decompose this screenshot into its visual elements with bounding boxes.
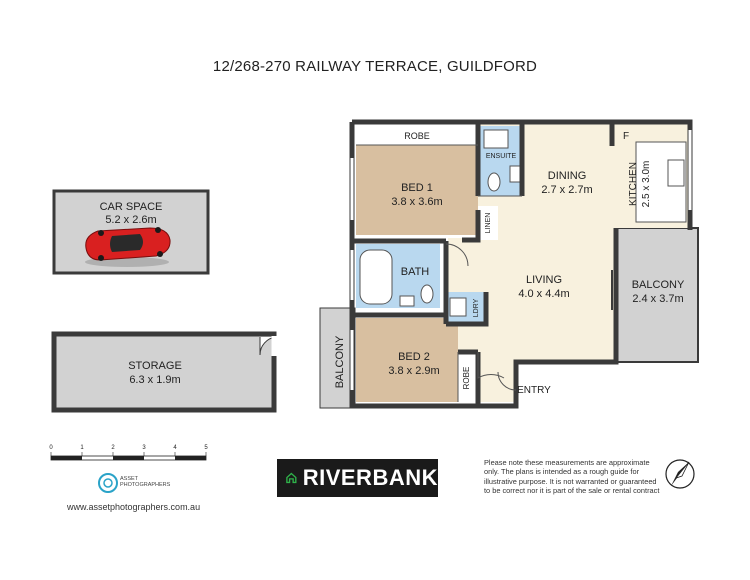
bed1-dims: 3.8 x 3.6m: [391, 196, 442, 208]
living-name: LIVING: [526, 274, 562, 286]
linen-label: LINEN: [485, 213, 492, 234]
kitchen-dims: 2.5 x 3.0m: [641, 161, 652, 208]
bed2-room: [356, 318, 458, 402]
right-balcony: BALCONY 2.4 x 3.7m: [615, 227, 699, 363]
scale-tick-label: 1: [80, 445, 84, 451]
scale-tick-label: 0: [49, 445, 53, 451]
bed1-name: BED 1: [401, 182, 433, 194]
car-space-dims: 5.2 x 2.6m: [105, 214, 156, 226]
dining-name: DINING: [548, 170, 587, 182]
car-space: CAR SPACE 5.2 x 2.6m: [52, 189, 210, 275]
website-link[interactable]: www.assetphotographers.com.au: [67, 502, 201, 512]
north-arrow-icon: [665, 459, 695, 489]
toilet-icon: [420, 284, 434, 304]
dining-dims: 2.7 x 2.7m: [541, 184, 592, 196]
ensuite-name: ENSUITE: [486, 153, 517, 160]
photographer-name: ASSET PHOTOGRAPHERS: [120, 476, 170, 488]
entry-label: ENTRY: [517, 385, 551, 396]
doors: [445, 243, 613, 391]
robe2-label: ROBE: [462, 367, 471, 390]
scale-tick-label: 5: [204, 445, 208, 451]
interior-lines: [356, 144, 522, 402]
robe2: [458, 352, 478, 402]
storage-dims: 6.3 x 1.9m: [129, 374, 180, 386]
plan-title: 12/268-270 RAILWAY TERRACE, GUILDFORD: [212, 58, 538, 75]
shower-icon: [483, 129, 509, 149]
left-balcony-name: BALCONY: [334, 335, 346, 388]
disclaimer-text: Please note these measurements are appro…: [484, 458, 660, 495]
right-balcony-name: BALCONY: [632, 279, 685, 291]
windows: [350, 130, 692, 390]
storage-name: STORAGE: [128, 360, 182, 372]
agency-name: RIVERBANK: [302, 465, 438, 490]
floor-plan: CAR SPACE 5.2 x 2.6m STORAGE 6.3 x 1.9m …: [51, 119, 699, 413]
ldry-label: LDRY: [473, 298, 480, 317]
window-frames: [349, 130, 693, 390]
basin-icon: [399, 295, 415, 307]
ensuite-basin-icon: [509, 165, 521, 183]
right-balcony-dims: 2.4 x 3.7m: [632, 293, 683, 305]
scale-tick-label: 3: [142, 445, 146, 451]
photographer-line1: ASSET: [120, 476, 139, 482]
scale-tick-label: 4: [173, 445, 177, 451]
car-space-name: CAR SPACE: [100, 201, 163, 213]
car-icon: [85, 227, 171, 267]
robe1-label: ROBE: [404, 131, 430, 141]
scale-tick-label: 2: [111, 445, 115, 451]
scale-bar: 0 1 2 3 4 5: [49, 445, 208, 461]
left-balcony: BALCONY: [319, 307, 356, 409]
bathtub-icon: [359, 249, 393, 305]
sink-icon: [667, 159, 685, 187]
storage-room: STORAGE 6.3 x 1.9m: [51, 331, 277, 413]
bath-name: BATH: [401, 266, 430, 278]
fridge-label: F: [623, 131, 629, 142]
linen-cupboard: [478, 206, 498, 240]
photographer-line2: PHOTOGRAPHERS: [120, 482, 171, 488]
agency-logo: RIVERBANK: [277, 459, 438, 497]
bed1-room: [356, 145, 478, 235]
photographer-logo: [98, 473, 118, 493]
bed2-name: BED 2: [398, 351, 430, 363]
robe1: [356, 124, 478, 145]
house-icon: [286, 472, 297, 484]
laundry-tub-icon: [449, 297, 467, 317]
bed2-dims: 3.8 x 2.9m: [388, 365, 439, 377]
kitchen-name: KITCHEN: [628, 162, 639, 206]
living-dims: 4.0 x 4.4m: [518, 288, 569, 300]
ensuite-toilet-icon: [487, 172, 501, 192]
